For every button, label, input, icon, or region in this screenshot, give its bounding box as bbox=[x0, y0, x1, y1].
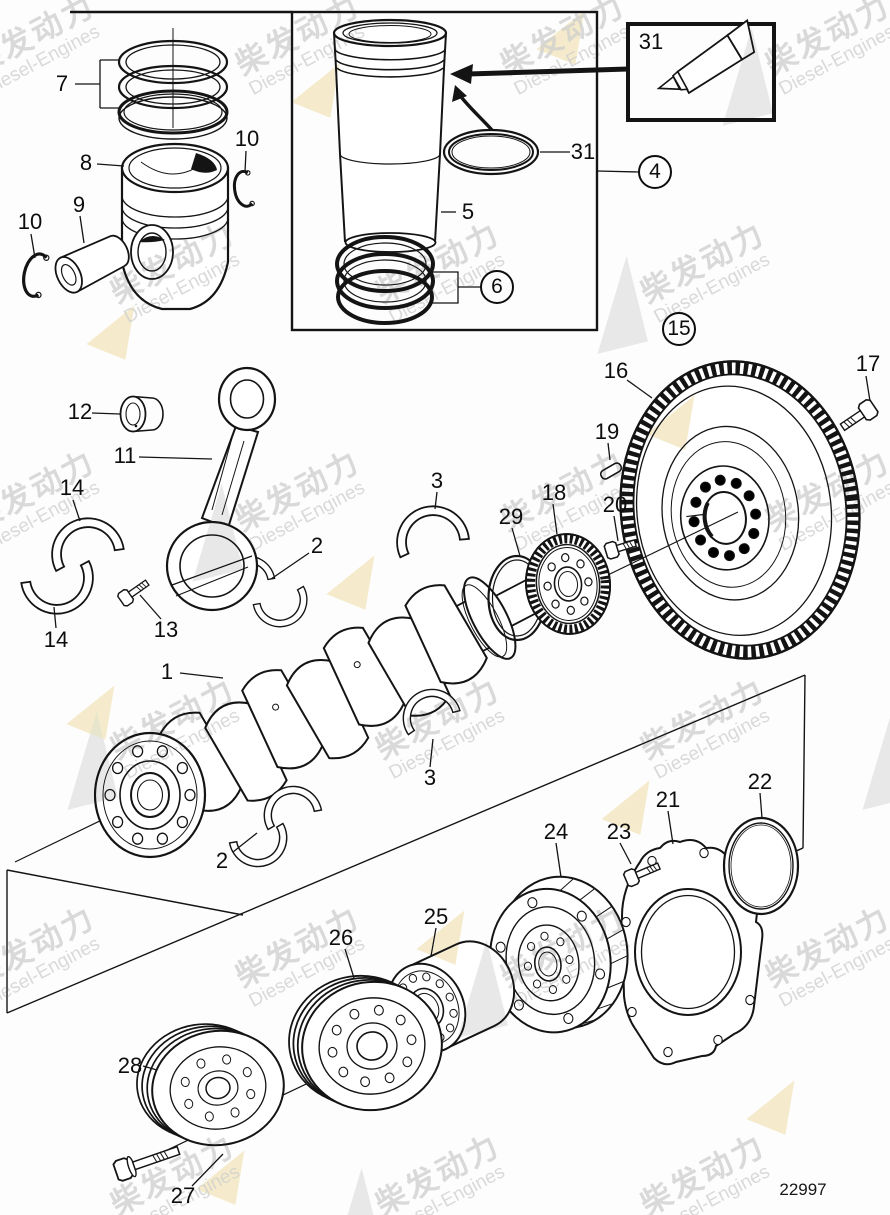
gear-bolt-drawing bbox=[603, 539, 638, 560]
leader-lines bbox=[30, 59, 871, 1187]
sealant-box bbox=[626, 22, 776, 122]
crank-front-flange bbox=[93, 731, 207, 859]
piston-drawing bbox=[120, 142, 230, 311]
crank-gear-drawing bbox=[525, 533, 611, 635]
piston-rings-drawing bbox=[117, 28, 229, 140]
piston-pin-drawing bbox=[54, 234, 130, 294]
rod-bolt-drawing bbox=[117, 579, 150, 607]
rear-seal-drawing bbox=[722, 816, 800, 916]
drawing-number: 22997 bbox=[779, 1180, 827, 1199]
connecting-rod-drawing bbox=[165, 366, 277, 612]
liner-seal-rings-drawing bbox=[335, 235, 435, 325]
flywheel-drawing bbox=[619, 360, 861, 660]
dowel-pin-drawing bbox=[599, 462, 623, 480]
center-bolt-drawing bbox=[112, 1145, 181, 1182]
liner-oring-drawing bbox=[442, 128, 540, 176]
damper-pulley-drawing bbox=[136, 1023, 285, 1147]
flywheel-bolt-drawing bbox=[839, 398, 879, 432]
cylinder-liner-drawing bbox=[332, 18, 448, 253]
housing-bolt-drawing bbox=[622, 862, 662, 888]
pulley-drawing bbox=[288, 974, 443, 1112]
circlip-right-drawing bbox=[232, 169, 255, 208]
seal-housing-drawing bbox=[620, 839, 764, 1066]
rod-bushing-drawing bbox=[119, 395, 164, 433]
vibration-damper-drawing bbox=[489, 875, 629, 1034]
liner-groove-arrow bbox=[450, 64, 629, 132]
circlip-left-drawing bbox=[22, 252, 50, 299]
sealant-tube-drawing bbox=[656, 18, 756, 95]
